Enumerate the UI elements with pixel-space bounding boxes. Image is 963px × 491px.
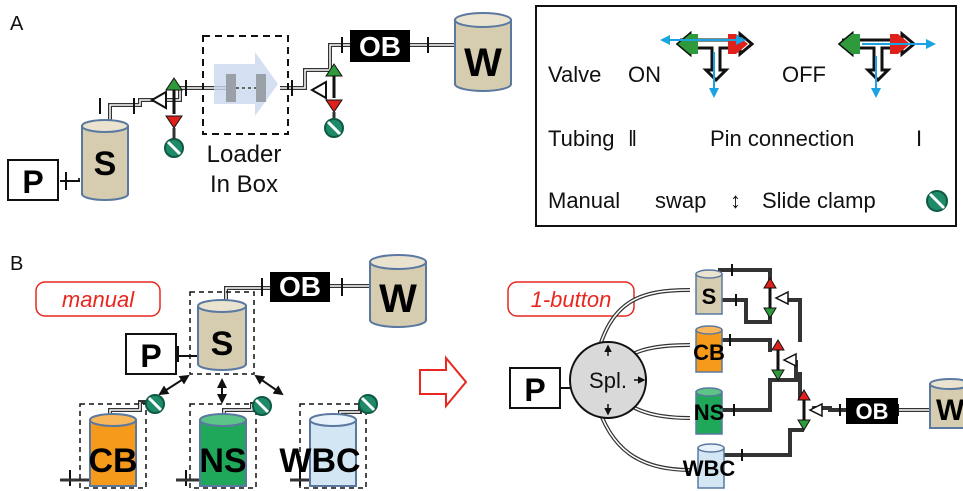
splitter-label: Spl. bbox=[589, 368, 627, 393]
waste-cylinder-one-button: W bbox=[929, 378, 963, 429]
legend-clamp-icon bbox=[926, 190, 948, 212]
ns-label-one-button: NS bbox=[694, 400, 725, 425]
pressure-box-a: P bbox=[7, 159, 59, 201]
waste-cylinder-manual: W bbox=[369, 254, 427, 328]
pin-connections-manual bbox=[69, 278, 343, 486]
manual-tag: manual bbox=[35, 281, 161, 317]
legend-pin-glyph: I bbox=[916, 126, 922, 151]
pin-connections-one-button bbox=[729, 264, 899, 461]
valve-a-right bbox=[309, 63, 343, 113]
slide-clamp-ns bbox=[252, 396, 272, 416]
valve-one-button-3 bbox=[797, 389, 823, 431]
legend-manual-label: Manual bbox=[548, 188, 620, 213]
wbc-label-manual: WBC bbox=[279, 442, 360, 480]
legend-on-label: ON bbox=[628, 62, 661, 87]
slide-clamp-a-left bbox=[164, 138, 184, 158]
outlet-block-one-button: OB bbox=[846, 398, 898, 424]
waste-label-one-button: W bbox=[936, 394, 963, 427]
one-button-tag-label: 1-button bbox=[531, 287, 612, 312]
one-button-tag: 1-button bbox=[507, 281, 635, 317]
outlet-block-a: OB bbox=[350, 30, 410, 62]
wbc-label-one-button: WBC bbox=[683, 456, 736, 481]
legend-tubing-label: Tubing bbox=[548, 126, 614, 151]
loader-box: Loader In Box bbox=[202, 35, 289, 198]
legend-valve-off-icon bbox=[837, 30, 936, 98]
panel-a-label: A bbox=[10, 13, 24, 35]
legend-off-label: OFF bbox=[782, 62, 826, 87]
cb-cylinder: CB bbox=[88, 413, 138, 487]
legend-clamp-label: Slide clamp bbox=[762, 188, 876, 213]
cb-label-manual: CB bbox=[88, 442, 137, 480]
pressure-box-manual: P bbox=[125, 333, 177, 375]
slide-clamp-wbc bbox=[358, 394, 378, 414]
bottom-dashed-boxes bbox=[79, 403, 367, 489]
loader-box-label: In Box bbox=[210, 171, 278, 198]
ns-cylinder-one-button: NS bbox=[694, 387, 725, 435]
tubing-one-button bbox=[594, 268, 930, 472]
swap-arrows bbox=[158, 374, 284, 404]
valve-one-button-1 bbox=[763, 277, 789, 319]
sample-cylinder-manual: S bbox=[197, 299, 247, 371]
outlet-label-a: OB bbox=[359, 31, 401, 62]
sample-label-a: S bbox=[94, 145, 117, 183]
wbc-cylinder: WBC bbox=[279, 413, 361, 487]
waste-label-a: W bbox=[464, 41, 502, 85]
pressure-label-manual: P bbox=[140, 338, 161, 374]
valve-a-left bbox=[149, 77, 183, 129]
outlet-block-manual: OB bbox=[270, 271, 330, 302]
valve-one-button-2 bbox=[771, 339, 797, 381]
manual-tag-label: manual bbox=[62, 287, 135, 312]
panel-b-label: B bbox=[10, 253, 23, 275]
sample-label-manual: S bbox=[211, 325, 234, 363]
loader-label: Loader bbox=[207, 141, 282, 168]
legend-swap-glyph: ↕ bbox=[730, 188, 741, 213]
legend-tubing-glyph: ‖ bbox=[628, 126, 637, 151]
pressure-label-one-button: P bbox=[524, 372, 545, 408]
outlet-label-one-button: OB bbox=[856, 399, 889, 424]
pin-connections-a bbox=[65, 37, 429, 190]
sample-label-one-button: S bbox=[702, 284, 717, 309]
cb-cylinder-one-button: CB bbox=[693, 325, 725, 373]
ns-cylinder: NS bbox=[199, 413, 247, 487]
ns-label-manual: NS bbox=[199, 442, 246, 480]
pressure-box-one-button: P bbox=[509, 367, 561, 409]
sample-dashed-box bbox=[189, 291, 255, 375]
sample-cylinder-one-button: S bbox=[695, 269, 723, 315]
legend-pin-label: Pin connection bbox=[710, 126, 854, 151]
legend-valve-on-icon bbox=[660, 30, 755, 98]
legend-valve-label: Valve bbox=[548, 62, 601, 87]
slide-clamp-a-right bbox=[324, 118, 344, 138]
legend-swap-label: swap bbox=[655, 188, 706, 213]
outlet-label-manual: OB bbox=[279, 271, 321, 302]
pressure-label-a: P bbox=[22, 164, 43, 200]
slide-clamp-cb bbox=[145, 394, 165, 414]
legend-box: Valve ON OFF Tubing ‖ Pin connection I M… bbox=[535, 5, 957, 227]
waste-label-manual: W bbox=[379, 277, 417, 321]
cb-label-one-button: CB bbox=[693, 340, 725, 365]
splitter: Spl. bbox=[569, 341, 647, 419]
wbc-cylinder-one-button: WBC bbox=[683, 443, 736, 489]
sample-cylinder-a: S bbox=[81, 119, 129, 201]
transition-arrow bbox=[419, 355, 468, 409]
waste-cylinder-a: W bbox=[454, 12, 512, 92]
